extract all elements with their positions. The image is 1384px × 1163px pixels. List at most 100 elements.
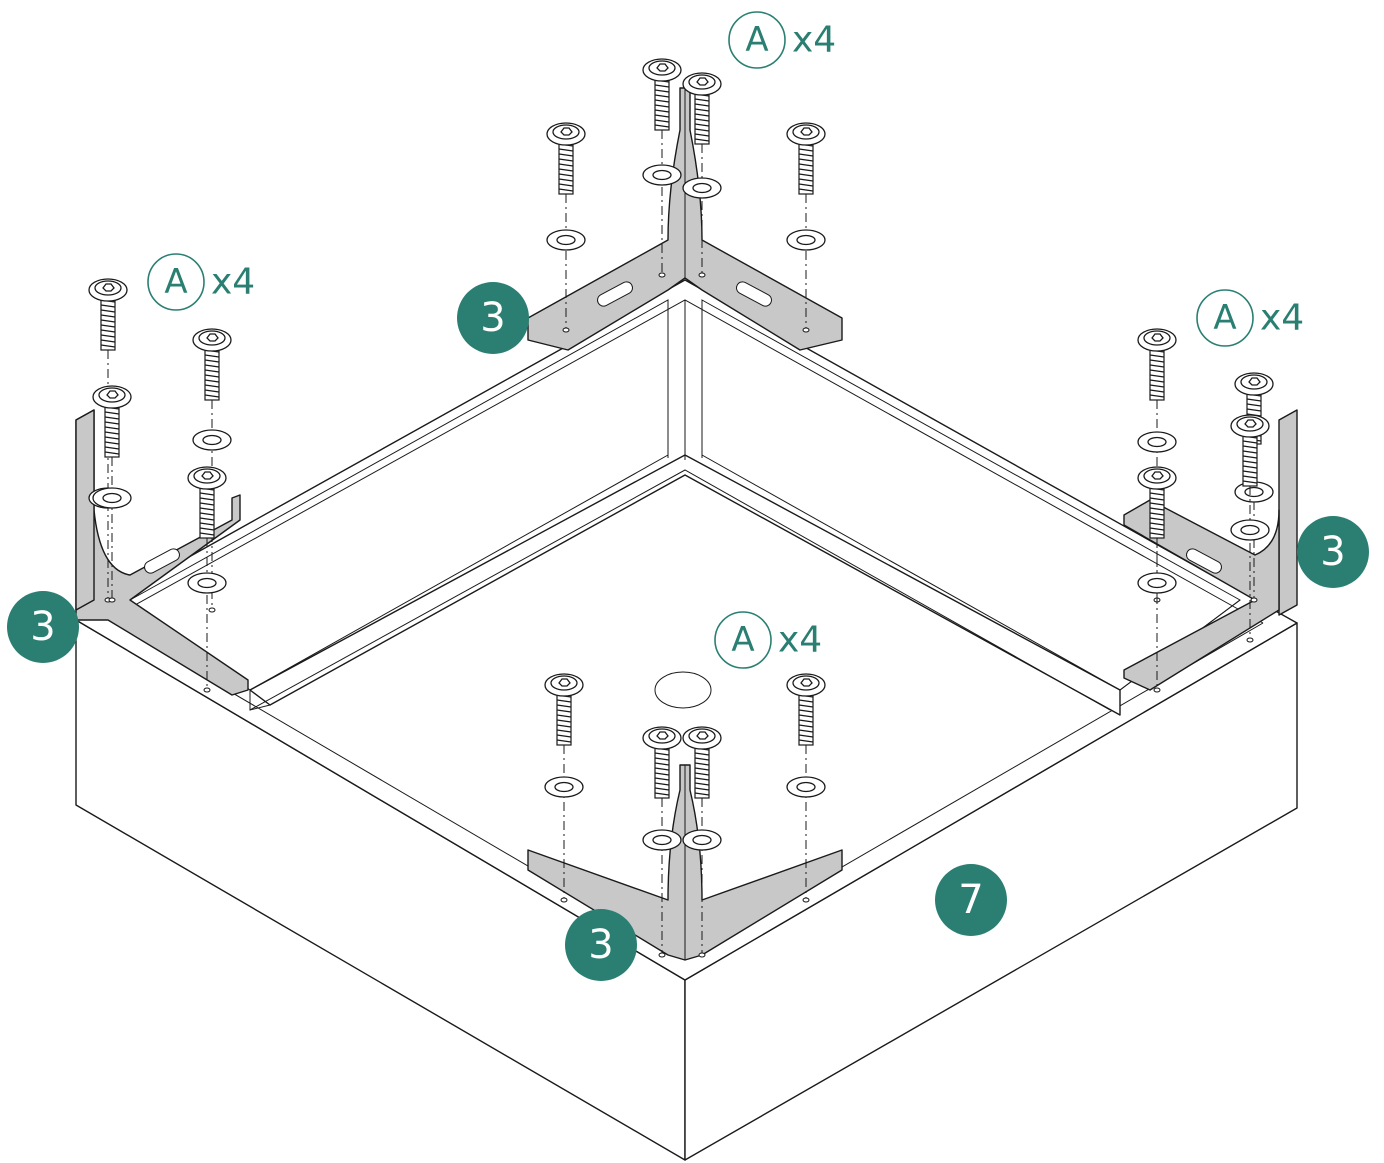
hex-socket <box>696 731 709 740</box>
screw-thread <box>1149 369 1165 373</box>
screw-thread <box>798 148 814 152</box>
washer-hole <box>1147 436 1167 448</box>
screw-thread <box>1149 517 1165 521</box>
washer-hole <box>102 492 122 504</box>
hex-socket <box>1151 333 1164 342</box>
hex-socket <box>206 333 219 342</box>
part-callout-frame: 7 <box>935 864 1007 936</box>
screw-thread <box>1149 354 1165 358</box>
mount-hole <box>560 897 568 903</box>
screw-thread <box>694 133 710 137</box>
screw-thread <box>1242 445 1258 449</box>
washer-hole <box>1240 524 1260 536</box>
washer-hole <box>692 182 712 194</box>
mount-hole <box>208 607 216 613</box>
screw-thread <box>654 782 670 786</box>
screw-thread <box>694 762 710 766</box>
screw-thread <box>798 158 814 162</box>
screw-thread <box>100 339 116 343</box>
screw-thread <box>1149 379 1165 383</box>
screw-thread <box>556 739 572 743</box>
screw-thread <box>204 374 220 378</box>
screw-thread <box>199 512 215 516</box>
washer-hole <box>554 781 574 793</box>
screw-thread <box>654 787 670 791</box>
screw-thread <box>199 497 215 501</box>
screw-thread <box>1242 470 1258 474</box>
screw-thread <box>100 314 116 318</box>
hardware-quantity: x4 <box>778 620 822 661</box>
screw-thread <box>798 163 814 167</box>
screw-thread <box>798 729 814 733</box>
screw-thread <box>104 431 120 435</box>
screw-thread <box>558 148 574 152</box>
screw-thread <box>556 699 572 703</box>
screw-thread <box>798 719 814 723</box>
washer-hole <box>197 577 217 589</box>
screw-thread <box>1149 389 1165 393</box>
part-label: 3 <box>588 922 613 968</box>
mount-hole <box>108 597 116 603</box>
screw-thread <box>798 739 814 743</box>
screw-thread <box>204 389 220 393</box>
screw-thread <box>1149 497 1165 501</box>
screw-thread <box>654 752 670 756</box>
screw-thread <box>556 729 572 733</box>
hex-socket <box>800 678 813 687</box>
screw-thread <box>556 724 572 728</box>
screw-thread <box>558 188 574 192</box>
screw-thread <box>556 704 572 708</box>
hex-socket <box>558 678 571 687</box>
hardware-callout-right: A x4 <box>1196 289 1304 347</box>
screw-thread <box>1149 359 1165 363</box>
screw-thread <box>100 309 116 313</box>
screw-thread <box>798 734 814 738</box>
bracket-top-shape <box>527 87 843 351</box>
screw-thread <box>199 532 215 536</box>
screw-thread <box>654 114 670 118</box>
screw-thread <box>199 522 215 526</box>
drain-hole <box>654 671 712 709</box>
screw-thread <box>1242 450 1258 454</box>
screw-thread <box>694 772 710 776</box>
hardware-group <box>88 58 1274 958</box>
screw-thread <box>654 777 670 781</box>
screw-thread <box>199 492 215 496</box>
hardware-callout-bottom: A x4 <box>714 611 822 669</box>
washer-hole <box>202 434 222 446</box>
screw-thread <box>694 123 710 127</box>
part-callout-bracket-top: 3 <box>457 282 529 354</box>
screw-thread <box>558 158 574 162</box>
screw-thread <box>100 334 116 338</box>
hardware-letter: A <box>745 20 768 60</box>
hardware-quantity: x4 <box>1260 298 1304 339</box>
screw-thread <box>199 527 215 531</box>
screw-thread <box>1246 403 1262 407</box>
hex-socket <box>1248 377 1261 386</box>
screw-thread <box>100 319 116 323</box>
screw-thread <box>1149 492 1165 496</box>
screw-thread <box>204 379 220 383</box>
screw-thread <box>654 89 670 93</box>
screw-thread <box>654 99 670 103</box>
screw-thread <box>204 394 220 398</box>
mount-hole <box>1153 687 1161 693</box>
part-callout-bracket-right: 3 <box>1297 516 1369 588</box>
washer-hole <box>1147 577 1167 589</box>
screw-thread <box>104 451 120 455</box>
part-callout-bracket-bottom: 3 <box>565 909 637 981</box>
screw-thread <box>654 762 670 766</box>
screw-thread <box>1149 507 1165 511</box>
screw-thread <box>654 124 670 128</box>
frame-box <box>75 279 1298 1161</box>
part-label: 7 <box>958 877 983 923</box>
screw-thread <box>1149 384 1165 388</box>
hex-socket <box>1244 419 1257 428</box>
mount-hole <box>562 327 570 333</box>
screw-thread <box>694 752 710 756</box>
screw-thread <box>204 369 220 373</box>
mount-hole <box>698 952 706 958</box>
part-label: 3 <box>1320 529 1345 575</box>
screw-thread <box>199 517 215 521</box>
screw-thread <box>556 709 572 713</box>
